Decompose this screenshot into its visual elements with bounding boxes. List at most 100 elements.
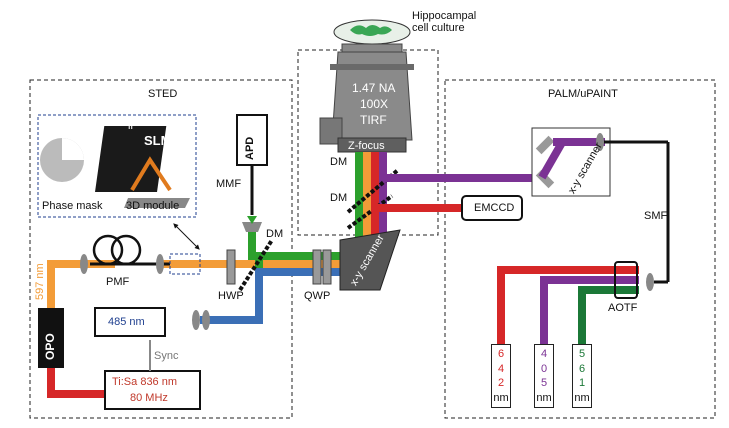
aotf-label: AOTF [608,302,638,314]
sample-label-line2: cell culture [412,22,465,35]
beam-red-to-emccd [371,204,464,212]
slm-base [124,198,190,208]
zfocus-label: Z-focus [348,140,385,152]
laser-red-drop [497,266,505,344]
objective-ring [330,64,414,70]
opo-box [38,308,64,368]
laser-405-digit-3: 5 [540,377,548,390]
laser-642-digit-2: 4 [497,362,505,375]
objective-body [331,51,413,141]
beam-blue-down [255,268,263,324]
beam-blue-485 [200,316,263,324]
smf-label: SMF [644,210,668,222]
phase-mask-num: i [46,120,49,132]
beam-green-horizontal [255,252,360,260]
scanner-left-body [339,229,401,291]
pmf-lens-left [80,254,88,274]
qwp-label: QWP [304,290,331,302]
apd-lens [242,222,262,232]
pmf-label: PMF [106,276,130,288]
beam-orange-down [47,260,55,320]
opo-wavelength-label: 597 nm [34,263,46,300]
laser-642-digit-1: 6 [497,347,505,360]
tisa-line1: Ti:Sa 836 nm [112,376,178,388]
cell-culture [350,25,392,36]
laser-561-digit-2: 6 [578,362,586,375]
objective-na: 1.47 NA [352,81,396,95]
laser-red-line [497,266,639,274]
sync-label: Sync [154,350,179,362]
lens-485-1 [192,310,200,330]
tisa-box [104,370,201,410]
laser-green-drop [578,286,586,344]
pmf-coil-1 [92,234,124,266]
beam-green-vertical [355,152,363,247]
emccd-label: EMCCD [474,202,515,214]
beam-orange-vertical [363,152,371,247]
laser-green-line [578,286,639,294]
beam-purple-to-scanner [383,174,553,182]
tisa-line2: 80 MHz [130,392,168,404]
beam-purple-diagonal [538,140,566,180]
laser-642-unit: nm [493,392,509,405]
beam-purple-upper [553,138,605,146]
laser-405-digit-1: 4 [540,347,548,360]
apd-tip [247,216,257,224]
beam-green-up [248,230,256,260]
module-label: 3D module [126,200,180,212]
apd-label: APD [244,136,256,160]
beam-blue-horizontal [255,268,360,276]
laser485-label: 485 nm [108,316,145,328]
objective-mount [319,117,343,145]
laser-405-box: 4 0 5 nm [534,344,554,408]
laser-561-digit-3: 1 [578,377,586,390]
sample-label-line1: Hippocampal [412,10,477,22]
laser-405-digit-2: 0 [540,362,548,375]
laser-642-box: 6 4 2 nm [491,344,511,408]
emccd-box [461,195,523,221]
aotf-box [614,261,638,299]
objective-top [341,43,403,53]
lens-485-2 [202,310,210,330]
sted-title: STED [148,88,178,100]
objective-mag: 100X [360,97,389,111]
beam-red-to-tisa [47,390,107,398]
slm-beam [130,156,172,192]
module-num: ii [128,120,133,132]
beam-red-down [47,368,55,398]
qwp-plate [312,249,322,285]
module-arrow [173,223,200,250]
mmf-label: MMF [216,178,242,190]
phase-mask-cut [62,138,84,160]
objective-tirf: TIRF [360,113,387,127]
dm-lower [346,194,394,230]
lens-right-1 [596,133,604,151]
qwp-plate-2 [322,249,332,285]
laser-561-unit: nm [574,392,590,405]
dm-label-2: DM [330,192,348,204]
palm-title: PALM/uPAINT [548,88,618,100]
slm-body [95,126,167,192]
beam-green-turn [255,252,263,268]
module-slot [169,253,201,275]
slm-label: SLM [144,133,172,148]
laser-purple-line [540,276,639,284]
sted-box [29,79,293,419]
sample-label: Hippocampal cell culture [412,10,476,34]
laser-405-unit: nm [536,392,552,405]
phase-mask-label: Phase mask [42,200,103,212]
opo-label: OPO [43,333,57,360]
hwp-plate [226,249,236,285]
scanner-right-mirror-1 [535,135,555,155]
dm-label-3: DM [266,228,284,240]
hwp-label: HWP [218,290,244,302]
dm-sted [238,238,274,292]
laser-561-digit-1: 5 [578,347,586,360]
laser485-box [94,307,166,337]
laser-purple-drop [540,276,548,344]
pmf-lens-right [156,254,164,274]
laser-561-box: 5 6 1 nm [572,344,592,408]
dm-label-1: DM [330,156,348,168]
